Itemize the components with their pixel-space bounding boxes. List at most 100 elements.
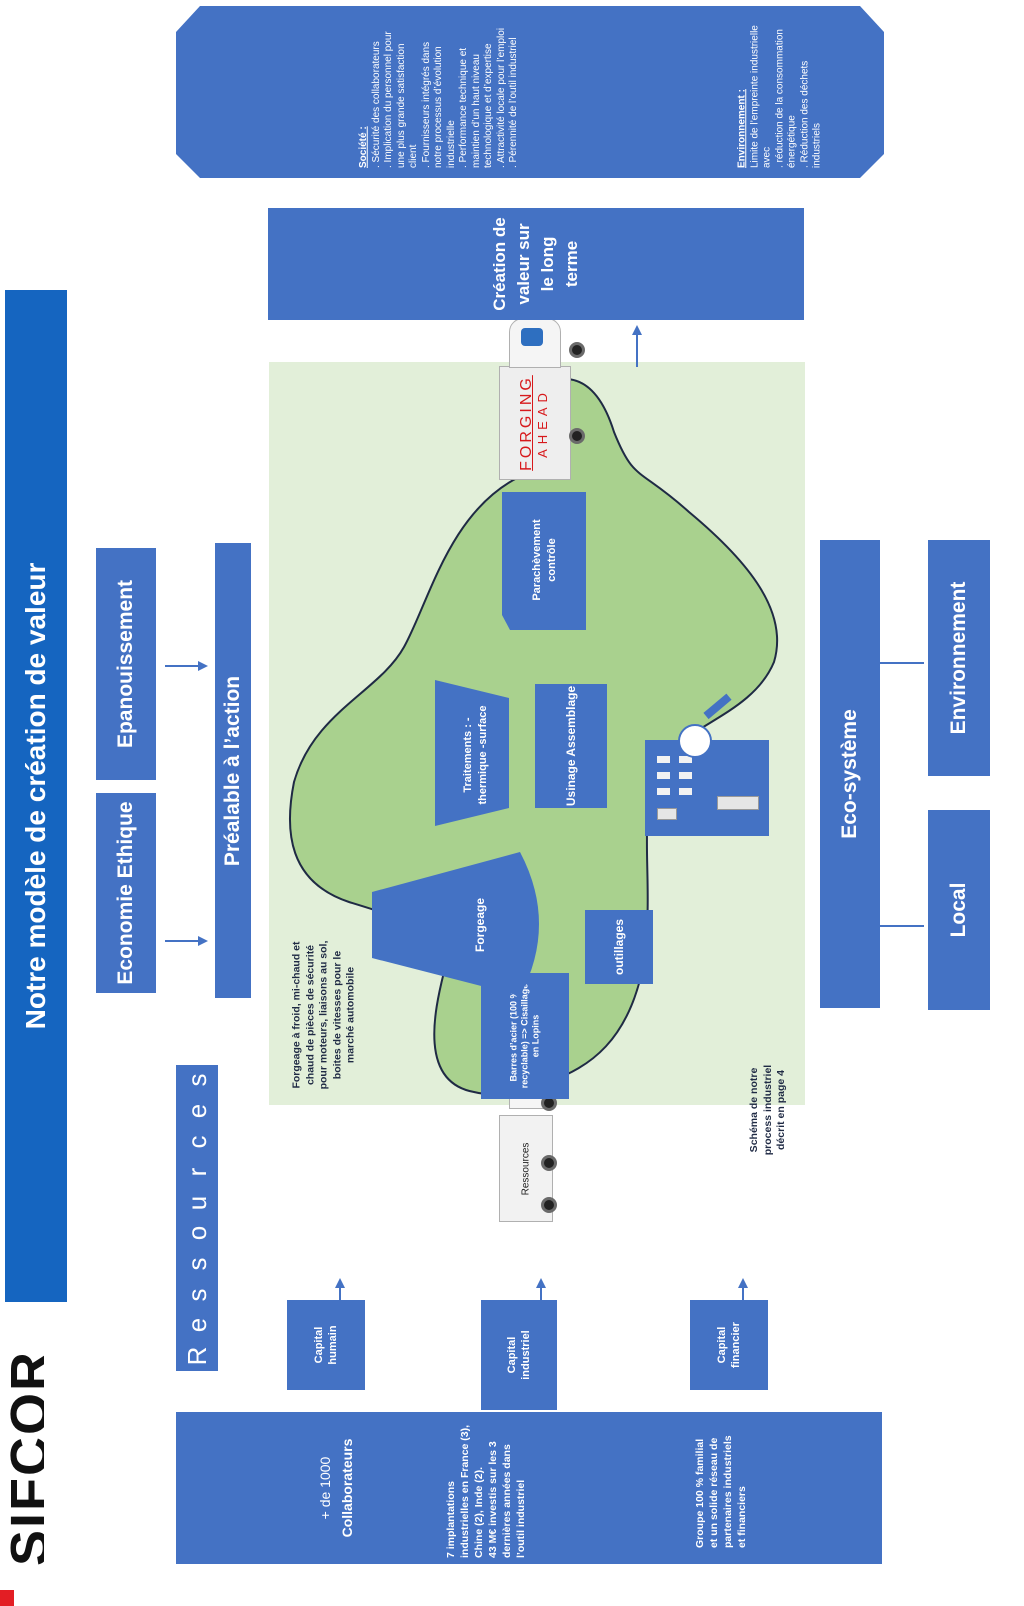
parachevement-label-wrap: Parachèvement contrôle — [510, 505, 580, 615]
machine-button — [679, 788, 692, 795]
environnement-label: Environnement — [947, 581, 970, 735]
env-item: . réduction de la consommation énergétiq… — [773, 29, 798, 168]
capital-industriel-box: Capital industriel — [481, 1300, 557, 1410]
societe-title: Société : — [357, 126, 369, 168]
env-item: Limite de l’empreinte industrielle avec — [748, 25, 773, 168]
truck-window — [521, 328, 543, 346]
traitements-label-wrap: Traitements : - thermique -surface — [446, 700, 506, 810]
implantations: 7 implantations industrielles en France … — [445, 1424, 485, 1558]
arrow-creation — [636, 333, 638, 367]
collab-text: + de 1000 Collaborateurs — [314, 1423, 358, 1553]
collab-prefix: + de 1000 — [317, 1456, 333, 1520]
machine-button — [657, 788, 670, 795]
capital-financier-box: Capital financier — [690, 1300, 768, 1390]
env-title: Environnement : — [736, 89, 748, 168]
arrow-capital-humain — [339, 1288, 341, 1300]
local-label: Local — [947, 882, 970, 938]
arrow-capital-industriel-head — [536, 1278, 546, 1288]
usinage-label: Usinage Assemblage — [564, 685, 578, 807]
societe-text: Société : . Sécurité des collaborateurs … — [358, 18, 521, 168]
group-text: Groupe 100 % familial et un solide résea… — [694, 1435, 748, 1548]
traitements-label: Traitements : - thermique -surface — [462, 705, 489, 805]
parachevement-shape — [502, 492, 586, 630]
implantations-text: 7 implantations industrielles en France … — [444, 1418, 528, 1558]
arrow-environnement — [866, 662, 924, 664]
ecosysteme-box: Eco-système — [820, 540, 880, 1008]
capital-industriel-label: Capital industriel — [506, 1330, 532, 1380]
arrow-economie — [165, 940, 203, 942]
machine-screen — [657, 808, 677, 820]
wheel — [569, 342, 585, 358]
truck-forging-logo: FORGING AHEAD — [518, 375, 551, 471]
truck-forging-box: FORGING AHEAD — [499, 366, 571, 480]
collab-wrap: + de 1000 Collaborateurs — [296, 1412, 376, 1564]
arrow-capital-financier-head — [738, 1278, 748, 1288]
epanouissement-box: Epanouissement — [96, 548, 156, 780]
creation-valeur-label: Création de valeur sur le long terme — [490, 217, 581, 311]
logo-accent — [0, 1590, 14, 1606]
schema-note: Schéma de notre process industriel décri… — [747, 1064, 787, 1156]
arrow-epanouissement-head — [198, 661, 208, 671]
forgeage-label-wrap: Forgeage — [440, 880, 520, 970]
arrow-epanouissement — [165, 665, 203, 667]
process-description: Forgeage à froid, mi-chaud et chaud de p… — [290, 940, 357, 1090]
societe-item: . Performance technique et maintien d’un… — [457, 43, 494, 168]
machine-button — [679, 772, 692, 779]
truck-forging-word: FORGING — [518, 375, 535, 471]
process-description-wrap: Forgeage à froid, mi-chaud et chaud de p… — [274, 930, 374, 1100]
forgeage-label: Forgeage — [473, 897, 487, 953]
usinage-box: Usinage Assemblage — [535, 684, 607, 808]
truck-ahead-word: AHEAD — [535, 388, 550, 458]
implantations-wrap: 7 implantations industrielles en France … — [426, 1412, 546, 1564]
env-item: . Réduction des déchets industriels — [798, 60, 823, 168]
arrow-economie-head — [198, 936, 208, 946]
societe-item: . Pérennité de l’outil industriel — [507, 37, 519, 168]
capital-humain-box: Capital humain — [287, 1300, 365, 1390]
prealable-label: Préalable à l’action — [221, 675, 244, 866]
logo-text: SIFCOR — [0, 1349, 44, 1567]
wheel — [569, 428, 585, 444]
left-info-panel: + de 1000 Collaborateurs 7 implantations… — [176, 1412, 882, 1564]
machine-button — [679, 756, 692, 763]
outillages-box: outillages — [585, 910, 653, 984]
wheel — [541, 1155, 557, 1171]
magnifier-icon — [678, 724, 712, 758]
outillages-label: outillages — [612, 918, 626, 976]
investment: 43 M€ investis sur les 3 dernières année… — [487, 1441, 527, 1558]
societe-wrap: Société : . Sécurité des collaborateurs … — [204, 6, 674, 180]
machine-screen — [717, 796, 759, 810]
arrow-capital-industriel — [540, 1288, 542, 1300]
environnement-box: Environnement — [928, 540, 990, 776]
epanouissement-label: Epanouissement — [114, 579, 137, 749]
arrow-capital-humain-head — [335, 1278, 345, 1288]
capital-financier-label: Capital financier — [716, 1322, 742, 1368]
parachevement-label: Parachèvement contrôle — [531, 519, 558, 601]
title-bar: Notre modèle de création de valeur — [5, 290, 67, 1302]
right-info-panel-bg — [176, 6, 884, 178]
economie-ethique-box: Economie Ethique — [96, 793, 156, 993]
truck-forging-ahead: FORGING AHEAD — [497, 318, 587, 486]
truck-ressources: Ressources — [497, 1055, 557, 1225]
societe-item: . Implication du personnel pour une plus… — [382, 31, 419, 168]
env-wrap: Environnement : Limite de l’empreinte in… — [680, 6, 880, 180]
ressources-letter: s — [182, 1073, 212, 1087]
capital-humain-label: Capital humain — [313, 1325, 339, 1365]
prealable-box: Préalable à l’action — [215, 543, 251, 998]
arrow-environnement-head — [858, 658, 868, 668]
local-box: Local — [928, 810, 990, 1010]
societe-item: . Fournisseurs intégrés dans notre proce… — [420, 41, 457, 168]
machine-button — [657, 756, 670, 763]
creation-valeur-box: Création de valeur sur le long terme — [268, 208, 804, 320]
truck-ressources-label: Ressources — [520, 1142, 532, 1195]
economie-ethique-label: Economie Ethique — [114, 801, 137, 985]
traitements-shape — [435, 680, 509, 826]
machine-button — [657, 772, 670, 779]
arrow-capital-financier — [742, 1288, 744, 1300]
ecosysteme-label: Eco-système — [838, 709, 861, 839]
forgeage-shape — [372, 852, 539, 996]
env-text: Environnement : Limite de l’empreinte in… — [736, 18, 824, 168]
group-wrap: Groupe 100 % familial et un solide résea… — [676, 1412, 766, 1564]
wheel — [541, 1197, 557, 1213]
